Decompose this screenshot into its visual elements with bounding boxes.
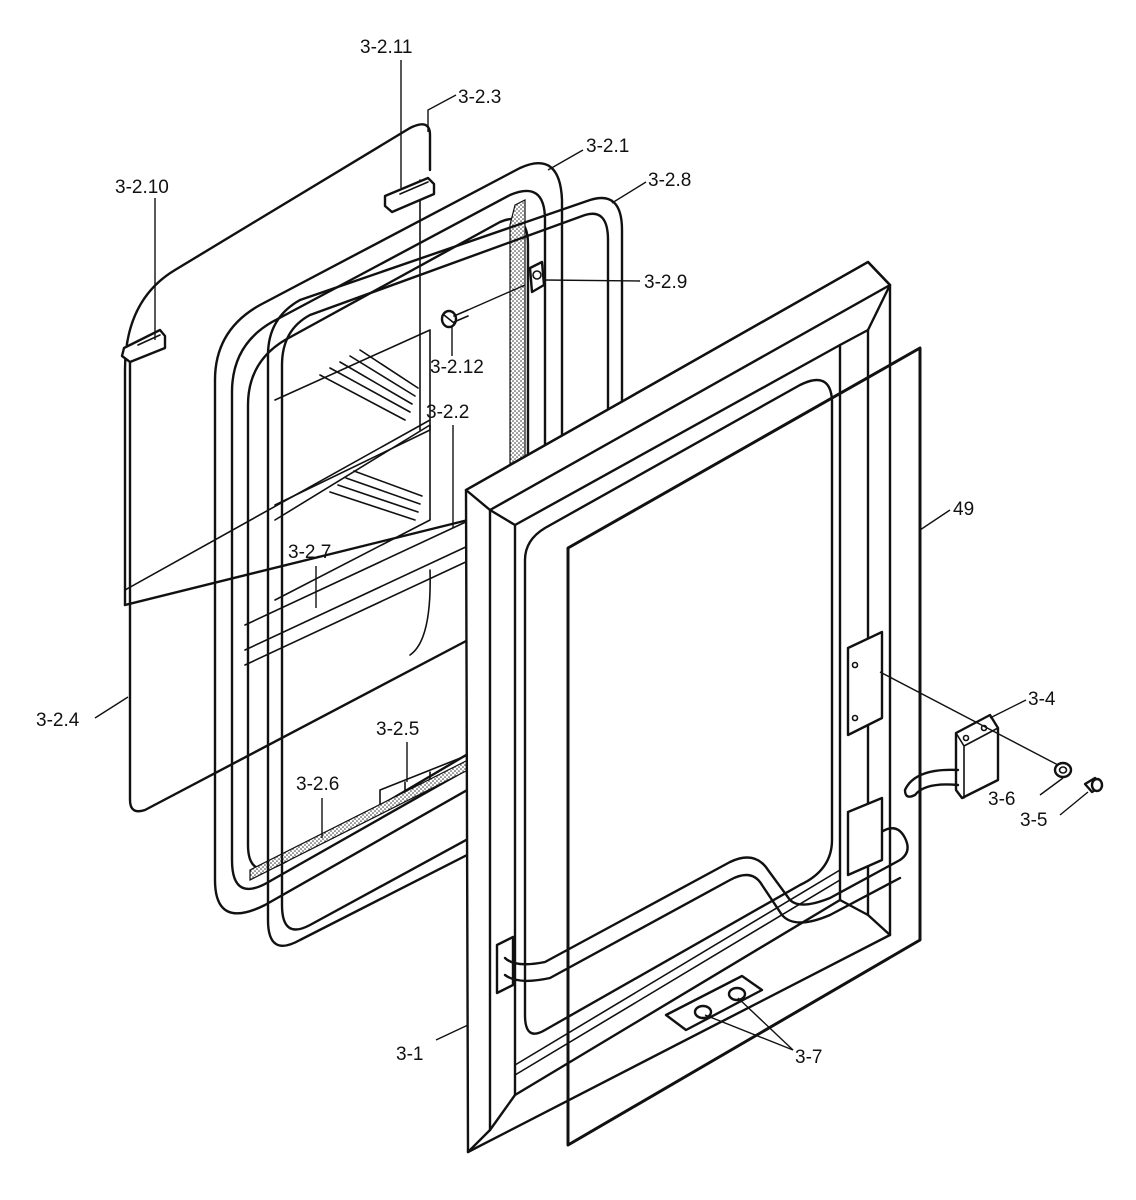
glass-clip-top-part bbox=[383, 176, 436, 214]
callout-3-2-12: 3-2.12 bbox=[430, 357, 484, 378]
callout-3-2-10: 3-2.10 bbox=[115, 177, 169, 198]
film-panel-part bbox=[566, 346, 922, 1147]
callout-3-2-6: 3-2.6 bbox=[296, 774, 339, 795]
callout-3-5: 3-5 bbox=[1020, 810, 1047, 831]
callout-3-6: 3-6 bbox=[988, 789, 1015, 810]
glass-clip-left-part bbox=[120, 328, 167, 364]
callout-3-2-4: 3-2.4 bbox=[36, 710, 80, 731]
callout-labels: 3-2.11 3-2.3 3-2.1 3-2.8 3-2.10 3-2.9 3-… bbox=[36, 37, 1056, 1068]
callout-3-2-3: 3-2.3 bbox=[458, 87, 501, 108]
leader-lines bbox=[94, 60, 1089, 1051]
callout-3-2-2: 3-2.2 bbox=[426, 402, 469, 423]
callout-3-2-5: 3-2.5 bbox=[376, 719, 419, 740]
door-frame-part bbox=[464, 260, 909, 1154]
bolt-part bbox=[1083, 776, 1104, 794]
frame-screw-top-part bbox=[528, 260, 546, 294]
callout-49: 49 bbox=[953, 499, 974, 520]
callout-3-7: 3-7 bbox=[795, 1047, 822, 1068]
frame-screw-part bbox=[440, 309, 469, 329]
callout-3-2-8: 3-2.8 bbox=[648, 170, 691, 191]
callout-3-2-9: 3-2.9 bbox=[644, 272, 687, 293]
callout-3-4: 3-4 bbox=[1028, 689, 1056, 710]
sliding-glass-pane-part bbox=[123, 123, 470, 813]
callout-3-2-11: 3-2.11 bbox=[360, 37, 412, 58]
callout-3-2-1: 3-2.1 bbox=[586, 136, 629, 157]
callout-3-1: 3-1 bbox=[396, 1044, 423, 1065]
callout-3-2-7: 3-2.7 bbox=[288, 542, 331, 563]
washer-part bbox=[1053, 761, 1073, 779]
latch-bracket-part bbox=[903, 713, 1000, 800]
